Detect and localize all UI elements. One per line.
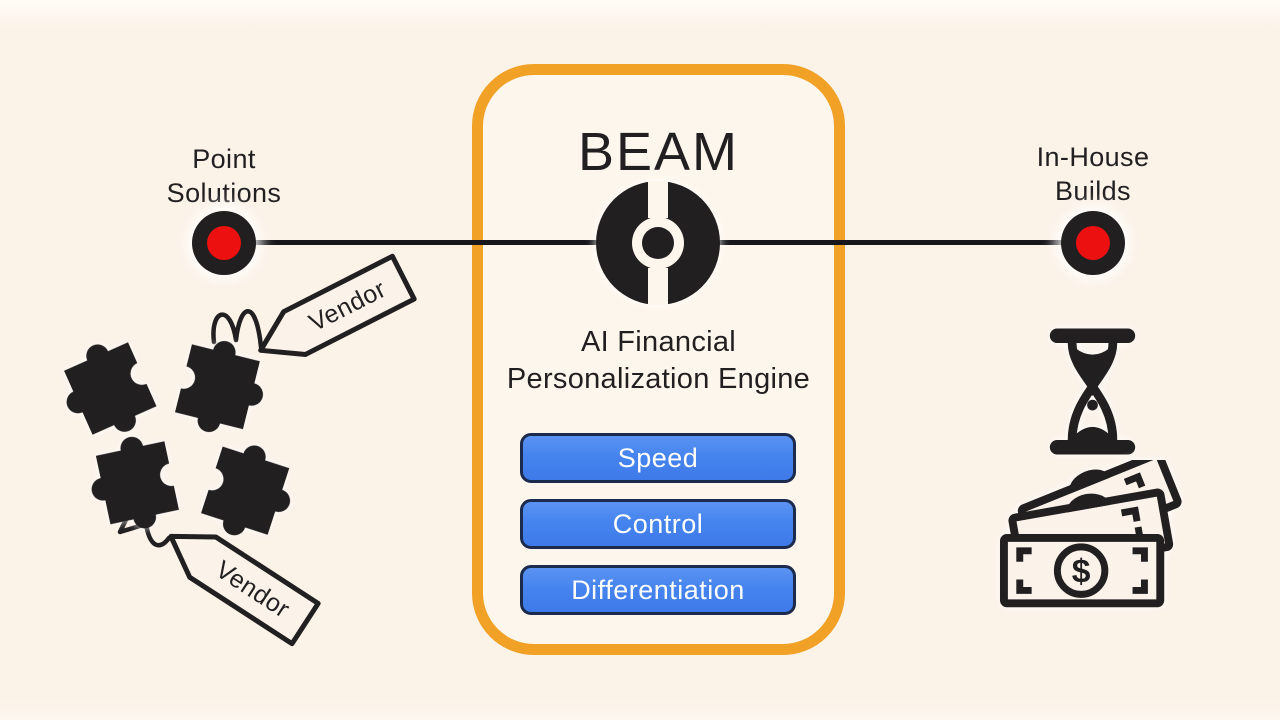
- price-tag-icon: [258, 253, 417, 357]
- logo-slit-bottom: [648, 268, 668, 305]
- right-endpoint-dot-icon: [1061, 211, 1125, 275]
- logo-slit-top: [648, 181, 668, 218]
- logo-center-dot: [642, 227, 674, 259]
- vendor-tag: Vendor: [150, 508, 327, 652]
- beam-title: BEAM: [577, 122, 740, 182]
- right-endpoint-label-line2: Builds: [1055, 176, 1131, 206]
- cash-banknotes-icon: $: [999, 460, 1182, 608]
- vendor-tag-label: Vendor: [304, 274, 391, 337]
- beam-subtitle-line1: AI Financial: [580, 326, 737, 358]
- benefit-button-stack: Speed Control Differentiation: [520, 433, 796, 615]
- differentiation-button: Differentiation: [520, 565, 796, 615]
- left-endpoint-dot-icon: [192, 211, 256, 275]
- beam-target-logo-icon: [596, 181, 720, 305]
- price-tag-icon: [168, 533, 321, 647]
- vendor-tag: Vendor: [242, 248, 422, 380]
- beam-subtitle-line2: Personalization Engine: [506, 363, 811, 395]
- right-endpoint-label-line1: In-House: [1036, 142, 1150, 172]
- left-endpoint-label-line1: Point: [192, 144, 256, 174]
- hourglass-icon: [1049, 328, 1136, 455]
- dollar-sign-glyph: $: [1072, 553, 1091, 590]
- control-button: Control: [520, 499, 796, 549]
- beam-card: [472, 64, 845, 655]
- left-endpoint-label: Point Solutions: [104, 142, 344, 210]
- speed-button: Speed: [520, 433, 796, 483]
- right-endpoint-label: In-House Builds: [973, 140, 1213, 208]
- left-endpoint-label-line2: Solutions: [166, 178, 282, 208]
